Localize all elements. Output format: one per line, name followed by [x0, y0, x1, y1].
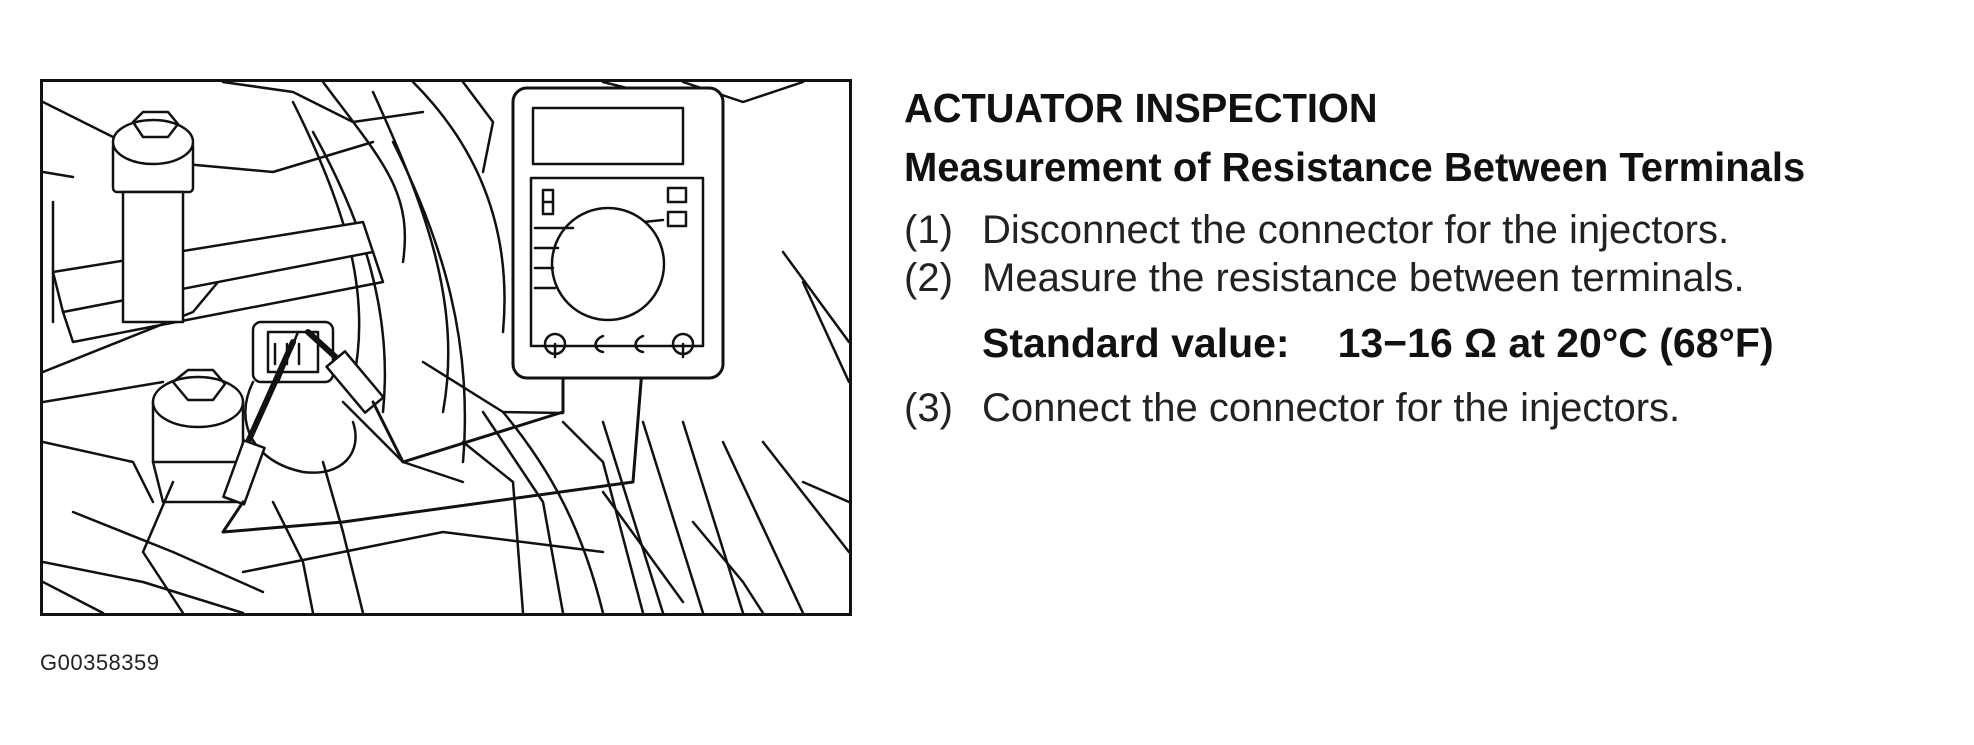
fuel-rail — [51, 220, 385, 344]
test-leads — [221, 355, 645, 534]
instructions-panel: ACTUATOR INSPECTION Measurement of Resis… — [904, 80, 1964, 432]
step-text: Measure the resistance between terminals… — [982, 256, 1745, 300]
figure-illustration — [40, 79, 852, 616]
step-number: (2) — [904, 256, 953, 300]
step-text: Connect the connector for the injectors. — [982, 386, 1681, 430]
step-item: (3) Connect the connector for the inject… — [904, 384, 1964, 432]
procedure-steps: (1) Disconnect the connector for the inj… — [904, 206, 1964, 432]
step-item: (1) Disconnect the connector for the inj… — [904, 206, 1964, 254]
standard-value: 13−16 Ω at 20°C (68°F) — [1337, 320, 1774, 366]
bolt-icon — [151, 368, 255, 504]
section-title: ACTUATOR INSPECTION — [904, 85, 1378, 131]
standard-value-label: Standard value: — [982, 320, 1290, 366]
standard-value-row: Standard value: 13−16 Ω at 20°C (68°F) — [982, 312, 1964, 374]
step-text: Disconnect the connector for the injecto… — [982, 208, 1730, 252]
figure-id-label: G00358359 — [40, 650, 160, 675]
test-probe-icon — [222, 330, 300, 506]
step-number: (1) — [904, 208, 953, 252]
bolt-icon — [111, 110, 195, 324]
multimeter-icon — [511, 86, 725, 380]
step-item: (2) Measure the resistance between termi… — [904, 254, 1964, 302]
engine-background — [43, 82, 849, 613]
section-subtitle: Measurement of Resistance Between Termin… — [904, 144, 1806, 190]
step-number: (3) — [904, 386, 953, 430]
